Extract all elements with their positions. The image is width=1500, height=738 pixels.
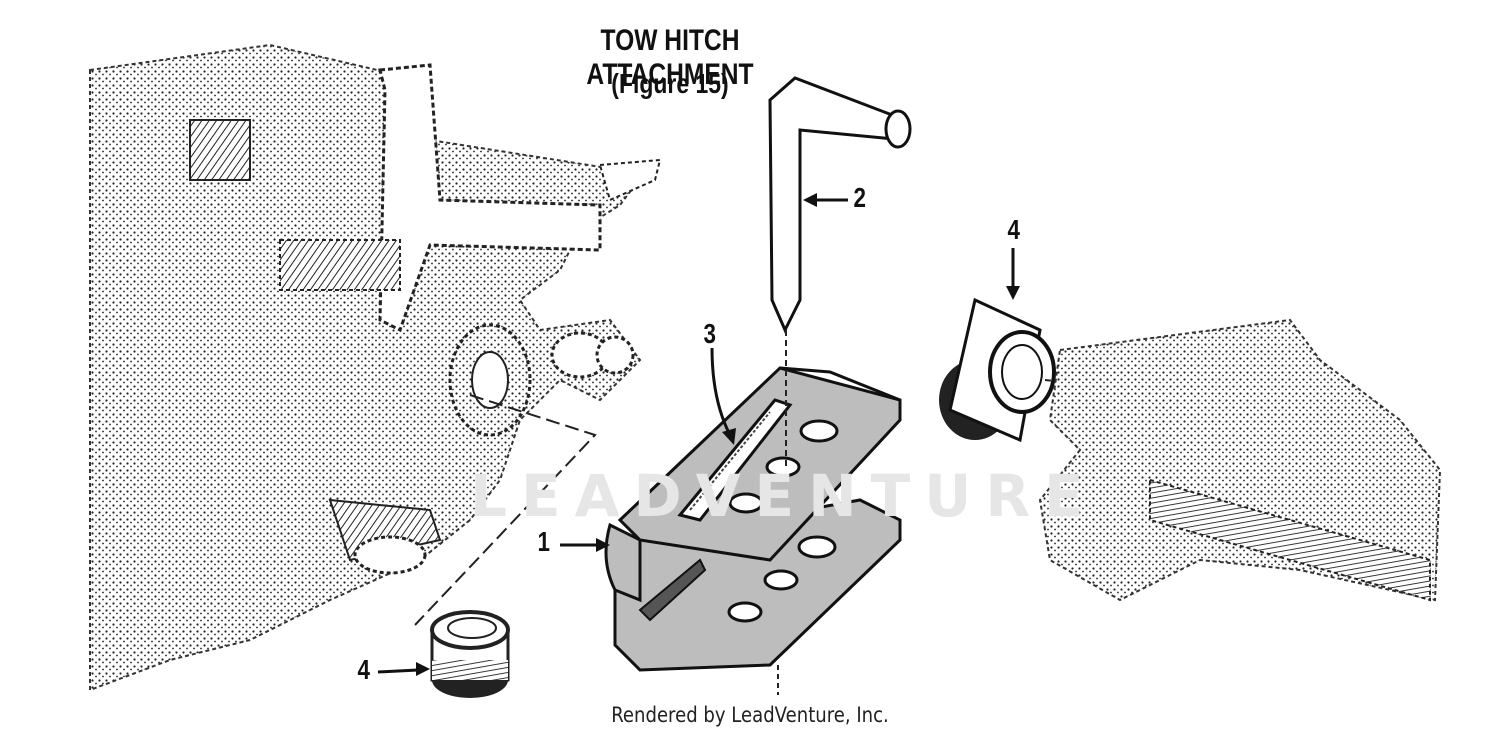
hitch-pin: [768, 76, 912, 470]
callout-label-1: 1: [537, 526, 551, 557]
figure-title: TOW HITCH ATTACHMENT: [586, 24, 754, 91]
figure-subtitle: (Figure 15): [611, 68, 729, 99]
callout-arrow-4-left: [377, 662, 430, 676]
callout-label-4-left: 4: [357, 654, 371, 685]
watermark-text: LEADVENTURE: [470, 462, 1098, 530]
callout-arrow-4-right: [1006, 248, 1020, 300]
spacer-bushing-left: [430, 610, 510, 698]
retainer-clip: [677, 398, 793, 522]
callout-arrow-3: [710, 347, 736, 445]
callout-arrow-2: [803, 193, 848, 207]
callout-label-4-right: 4: [1007, 214, 1021, 245]
callout-arrow-1: [560, 538, 610, 552]
credit-text: Rendered by LeadVenture, Inc.: [611, 703, 889, 727]
callout-label-2: 2: [853, 182, 867, 213]
attachment-frame-illustration: [1038, 318, 1442, 602]
leader-line-left: [414, 394, 597, 626]
callout-label-3: 3: [703, 318, 717, 349]
tractor-rear-illustration: [89, 43, 662, 692]
spacer-bushing-right: [939, 297, 1091, 443]
